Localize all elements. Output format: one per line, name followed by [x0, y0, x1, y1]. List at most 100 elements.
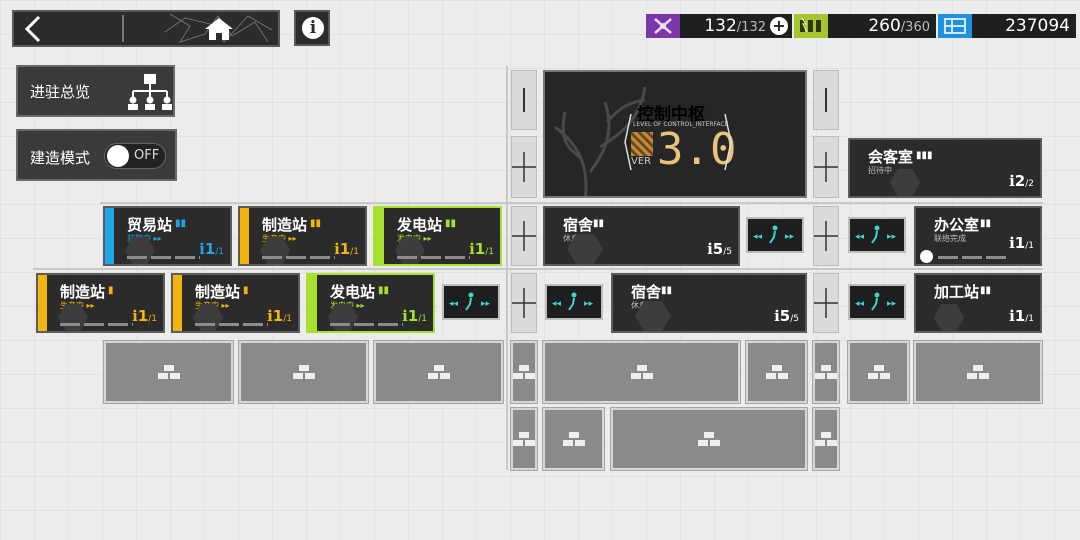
room-name: 发电站	[397, 216, 443, 234]
empty-build-slot[interactable]	[847, 340, 910, 404]
room-status: 联络完成	[934, 234, 966, 243]
empty-build-slot[interactable]	[542, 407, 605, 471]
materials-current: 237094	[1005, 16, 1070, 36]
elevator-shaft[interactable]	[813, 206, 839, 266]
level-pips: ▮▮	[661, 285, 673, 296]
room-count: ℹ1/1	[334, 240, 359, 258]
build-mode-toggle[interactable]: OFF	[104, 143, 166, 169]
dormitory-room-b[interactable]: 宿舍 ▮▮ 休息中 ℹ5/5	[611, 273, 807, 333]
progress-bars	[330, 323, 403, 326]
trade-station-room[interactable]: 贸易站 ▮▮ 获取中 ▸▸ ℹ1/1	[103, 206, 232, 266]
room-emblem	[328, 304, 358, 331]
operator-icon: ℹ	[774, 307, 780, 325]
elevator-shaft[interactable]	[813, 70, 839, 130]
svg-text:◂◂: ◂◂	[855, 299, 865, 309]
svg-text:▸▸: ▸▸	[785, 232, 795, 242]
power-current: 260	[868, 16, 901, 36]
room-name: 贸易站	[127, 216, 173, 234]
room-count: ℹ1/1	[267, 307, 292, 325]
elevator-shaft[interactable]	[511, 136, 537, 198]
elevator-shaft[interactable]	[813, 273, 839, 333]
overview-button[interactable]: 进驻总览	[16, 65, 175, 117]
factory-room-c[interactable]: 制造站 ▮ 生产中 ▸▸ ℹ1/1	[171, 273, 300, 333]
room-emblem	[193, 304, 223, 331]
elevator-shaft[interactable]	[511, 206, 537, 266]
elevator-shaft[interactable]	[813, 136, 839, 198]
dormitory-room-a[interactable]: 宿舍 ▮▮ 休息中 ℹ5/5	[543, 206, 740, 266]
drone-max: /132	[736, 20, 766, 35]
home-icon	[164, 13, 273, 43]
empty-build-slot[interactable]	[238, 340, 369, 404]
empty-build-slot[interactable]	[812, 340, 840, 404]
room-color-stripe	[375, 208, 384, 264]
room-status: 招待中	[868, 166, 892, 175]
power-plant-room-b[interactable]: 发电站 ▮▮ 发电中 ▸▸ ℹ1/1	[306, 273, 435, 333]
build-mode-panel: 建造模式 OFF	[16, 129, 177, 181]
tree-background-icon	[554, 86, 647, 196]
room-count: ℹ1/1	[402, 307, 427, 325]
room-count: ℹ1/1	[132, 307, 157, 325]
corridor-1[interactable]: ◂◂▸▸	[746, 217, 804, 253]
level-pips: ▮	[108, 285, 114, 296]
materials-icon	[938, 14, 972, 38]
overview-label: 进驻总览	[30, 83, 91, 101]
empty-build-slot[interactable]	[812, 407, 840, 471]
progress-bars	[938, 256, 1010, 259]
toggle-knob	[107, 145, 129, 167]
room-emblem	[567, 234, 603, 264]
level-pips: ▮▮▮	[916, 150, 933, 161]
empty-build-slot[interactable]	[510, 407, 538, 471]
power-plant-room-a[interactable]: 发电站 ▮▮ 发电中 ▸▸ ℹ1/1	[373, 206, 502, 266]
svg-text:▸▸: ▸▸	[887, 232, 897, 242]
corridor-3[interactable]: ◂◂▸▸	[442, 284, 500, 320]
running-man-icon: ◂◂ ▸▸	[855, 225, 897, 244]
reception-room[interactable]: 会客室 ▮▮▮ 招待中 ℹ2/2	[848, 138, 1042, 198]
empty-build-slot[interactable]	[745, 340, 808, 404]
empty-build-slot[interactable]	[913, 340, 1043, 404]
empty-build-slot[interactable]	[510, 340, 538, 404]
add-drone-button[interactable]: +	[770, 17, 788, 35]
toggle-state: OFF	[134, 148, 160, 163]
room-color-stripe	[38, 275, 47, 331]
info-button[interactable]: i	[294, 10, 330, 46]
chevron-left-icon	[24, 15, 41, 43]
office-room[interactable]: 办公室 ▮▮ 联络完成 ℹ1/1	[914, 206, 1042, 266]
home-button[interactable]	[160, 12, 278, 45]
elevator-shaft[interactable]	[511, 70, 537, 130]
workshop-room[interactable]: 加工站 ▮▮ ℹ1/1	[914, 273, 1042, 333]
running-man-icon: ◂◂▸▸	[449, 292, 491, 311]
room-emblem	[260, 237, 290, 264]
level-pips: ▮▮	[980, 285, 992, 296]
empty-build-slot[interactable]	[542, 340, 741, 404]
room-name: 宿舍	[631, 283, 662, 301]
version-prefix: VER	[631, 156, 652, 167]
striped-badge	[631, 132, 653, 156]
back-button[interactable]	[14, 12, 122, 45]
factory-room-a[interactable]: 制造站 ▮▮ 生产中 ▸▸ ℹ1/1	[238, 206, 367, 266]
room-count: ℹ2/2	[1009, 172, 1034, 190]
build-mode-label: 建造模式	[30, 149, 91, 167]
crosshair-icon	[814, 288, 838, 318]
factory-room-b[interactable]: 制造站 ▮ 生产中 ▸▸ ℹ1/1	[36, 273, 165, 333]
level-pips: ▮▮	[310, 218, 322, 229]
empty-build-slot[interactable]	[103, 340, 234, 404]
running-man-icon: ◂◂▸▸	[753, 225, 795, 244]
empty-build-slot[interactable]	[610, 407, 808, 471]
svg-text:◂◂: ◂◂	[855, 232, 865, 242]
room-name: 发电站	[330, 283, 376, 301]
elevator-shaft[interactable]	[511, 273, 537, 333]
room-emblem	[890, 169, 920, 196]
drone-resource[interactable]: 132/132 +	[646, 14, 792, 38]
svg-text:▸▸: ▸▸	[887, 299, 897, 309]
empty-build-slot[interactable]	[373, 340, 504, 404]
power-max: /360	[900, 20, 930, 35]
crosshair-icon	[814, 221, 838, 251]
corridor-4[interactable]: ◂◂▸▸	[545, 284, 603, 320]
crosshair-icon	[523, 88, 525, 112]
progress-bars	[60, 323, 133, 326]
drone-current: 132	[704, 16, 737, 36]
operator-icon: ℹ	[1009, 234, 1015, 252]
corridor-5[interactable]: ◂◂ ▸▸	[848, 284, 906, 320]
corridor-2[interactable]: ◂◂ ▸▸	[848, 217, 906, 253]
control-center-room[interactable]: 控制中枢 LEVEL OF CONTROL_INTERFACE VER 3.0	[543, 70, 807, 198]
